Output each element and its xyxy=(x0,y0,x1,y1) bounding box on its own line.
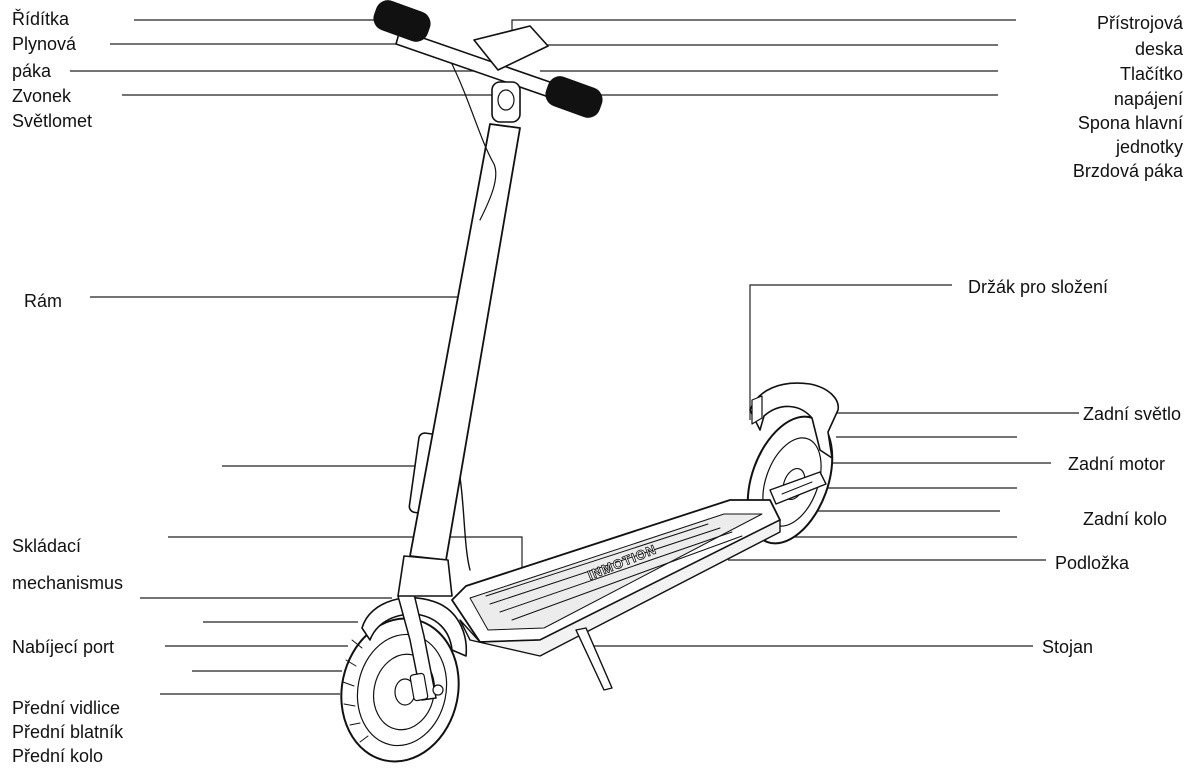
label-plynova-paka-line2: páka xyxy=(12,61,52,81)
label-predni-blatnik: Přední blatník xyxy=(12,722,124,742)
label-svetlomet: Světlomet xyxy=(12,111,93,131)
deck xyxy=(451,499,781,657)
leader-lines xyxy=(70,19,1079,695)
scooter-illustration xyxy=(340,0,839,763)
kickstand xyxy=(575,627,613,691)
label-brzdova-paka: Brzdová páka xyxy=(1072,161,1183,181)
front-fork xyxy=(397,593,444,702)
label-predni-vidlice: Přední vidlice xyxy=(12,698,121,718)
label-plynova-paka-line1: Plynová xyxy=(12,34,77,54)
label-zvonek: Zvonek xyxy=(12,86,72,106)
stem xyxy=(397,59,521,597)
label-riditka: Řídítka xyxy=(12,9,70,29)
label-skladaci-line1: Skládací xyxy=(12,536,82,556)
label-predni-kolo: Přední kolo xyxy=(12,746,104,766)
label-drzak-pro-slozeni: Držák pro složení xyxy=(968,277,1109,297)
handlebar xyxy=(373,0,603,123)
label-ram: Rám xyxy=(24,291,63,311)
label-zadni-svetlo: Zadní světlo xyxy=(1083,404,1182,424)
label-podlozka: Podložka xyxy=(1055,553,1130,573)
label-pristrojova-line2: deska xyxy=(1134,39,1183,59)
rear-fender xyxy=(749,382,839,459)
label-zadni-motor: Zadní motor xyxy=(1068,454,1166,474)
label-nabijeci-port: Nabíjecí port xyxy=(12,637,115,657)
label-spona-line2: jednotky xyxy=(1115,137,1183,157)
label-tlacitko-line1: Tlačítko xyxy=(1119,64,1183,84)
label-zadni-kolo: Zadní kolo xyxy=(1083,509,1168,529)
label-stojan: Stojan xyxy=(1042,637,1094,657)
label-tlacitko-line2: napájení xyxy=(1113,89,1183,109)
label-pristrojova-line1: Přístrojová xyxy=(1096,13,1183,33)
rear-arm xyxy=(769,471,827,505)
label-spona-line1: Spona hlavní xyxy=(1077,113,1183,133)
label-skladaci-line2: mechanismus xyxy=(12,573,124,593)
